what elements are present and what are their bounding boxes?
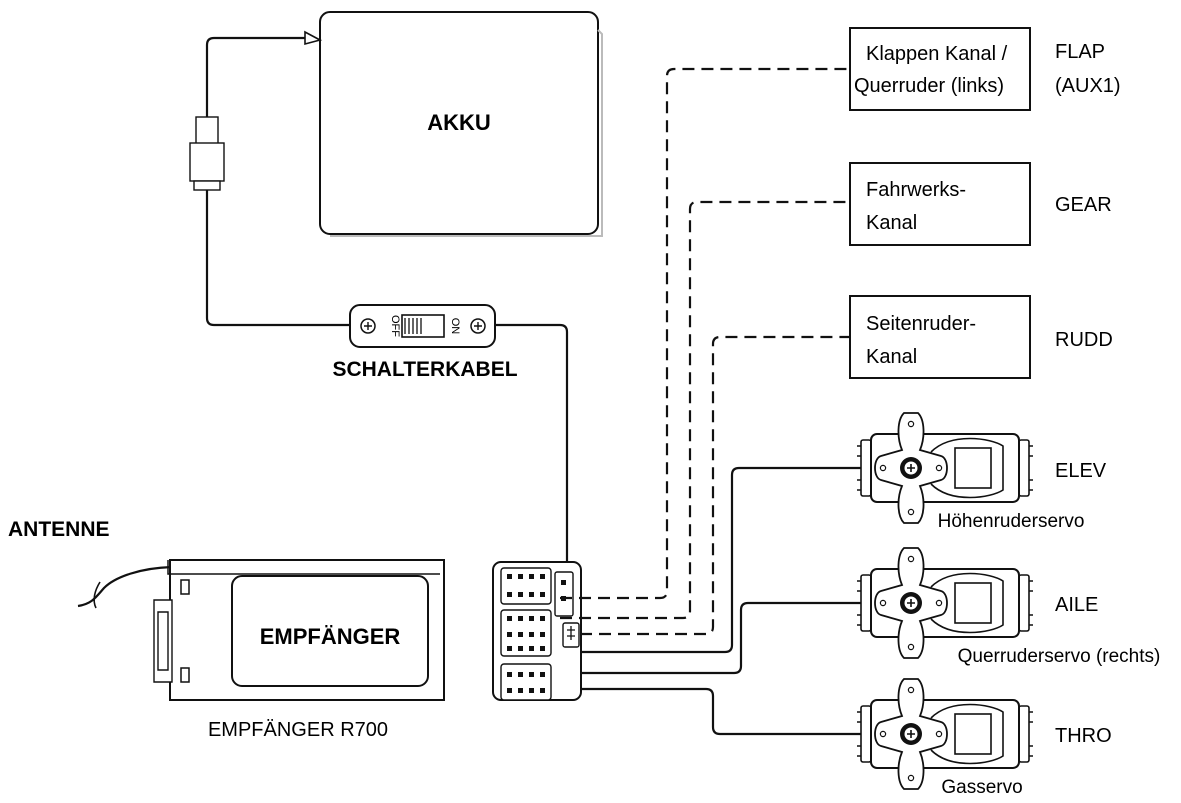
rudd-box-line2: Kanal	[866, 346, 917, 368]
receiver-port-block	[492, 561, 582, 701]
thro-code: THRO	[1055, 725, 1112, 747]
aile-caption: Querruderservo (rechts)	[958, 646, 1161, 667]
channel-box-gear: Fahrwerks- Kanal	[849, 162, 1031, 246]
servo-elev	[856, 412, 1034, 524]
rudd-box-line1: Seitenruder-	[866, 313, 976, 335]
flap-box-line1: Klappen Kanal /	[866, 43, 1008, 65]
flap-box-line2: Querruder (links)	[854, 75, 1004, 97]
battery-to-switch-cable	[205, 190, 350, 327]
elev-servo-wire	[580, 466, 868, 654]
receiver-caption: EMPFÄNGER R700	[208, 719, 388, 741]
rudd-channel-wire	[580, 335, 850, 636]
battery-cable	[205, 36, 305, 118]
gear-box-line2: Kanal	[866, 212, 917, 234]
thro-caption: Gasservo	[941, 777, 1022, 798]
channel-box-flap: Klappen Kanal / Querruder (links)	[849, 27, 1031, 111]
flap-channel-wire	[560, 67, 850, 600]
battery-label: AKKU	[427, 110, 491, 135]
receiver-label: EMPFÄNGER	[260, 624, 401, 649]
antenna-label: ANTENNE	[8, 518, 110, 541]
switch-slider	[401, 314, 445, 338]
flap-code-aux: (AUX1)	[1055, 75, 1121, 97]
antenna-wire	[77, 565, 173, 608]
battery-lead-boot	[304, 30, 323, 46]
battery: AKKU	[304, 11, 603, 237]
aile-code: AILE	[1055, 594, 1098, 616]
switch-on-label: ON	[449, 318, 461, 335]
gear-channel-wire	[560, 200, 850, 620]
servo-aile	[856, 547, 1034, 659]
thro-servo-wire	[580, 687, 868, 736]
elev-code: ELEV	[1055, 460, 1107, 482]
elev-caption: Höhenruderservo	[938, 511, 1085, 532]
gear-box-line1: Fahrwerks-	[866, 179, 966, 201]
flap-code: FLAP	[1055, 41, 1105, 63]
aile-servo-wire	[580, 601, 868, 675]
switch-label: SCHALTERKABEL	[332, 358, 517, 381]
gear-code: GEAR	[1055, 194, 1112, 216]
switch-off-label: OFF	[389, 315, 401, 337]
battery-connector	[189, 116, 225, 191]
channel-box-rudd: Seitenruder- Kanal	[849, 295, 1031, 379]
servo-thro	[856, 678, 1034, 790]
switch-harness: OFF ON	[349, 304, 496, 348]
rudd-code: RUDD	[1055, 329, 1113, 351]
switch-to-receiver-cable	[495, 323, 569, 576]
receiver: EMPFÄNGER	[153, 559, 445, 701]
